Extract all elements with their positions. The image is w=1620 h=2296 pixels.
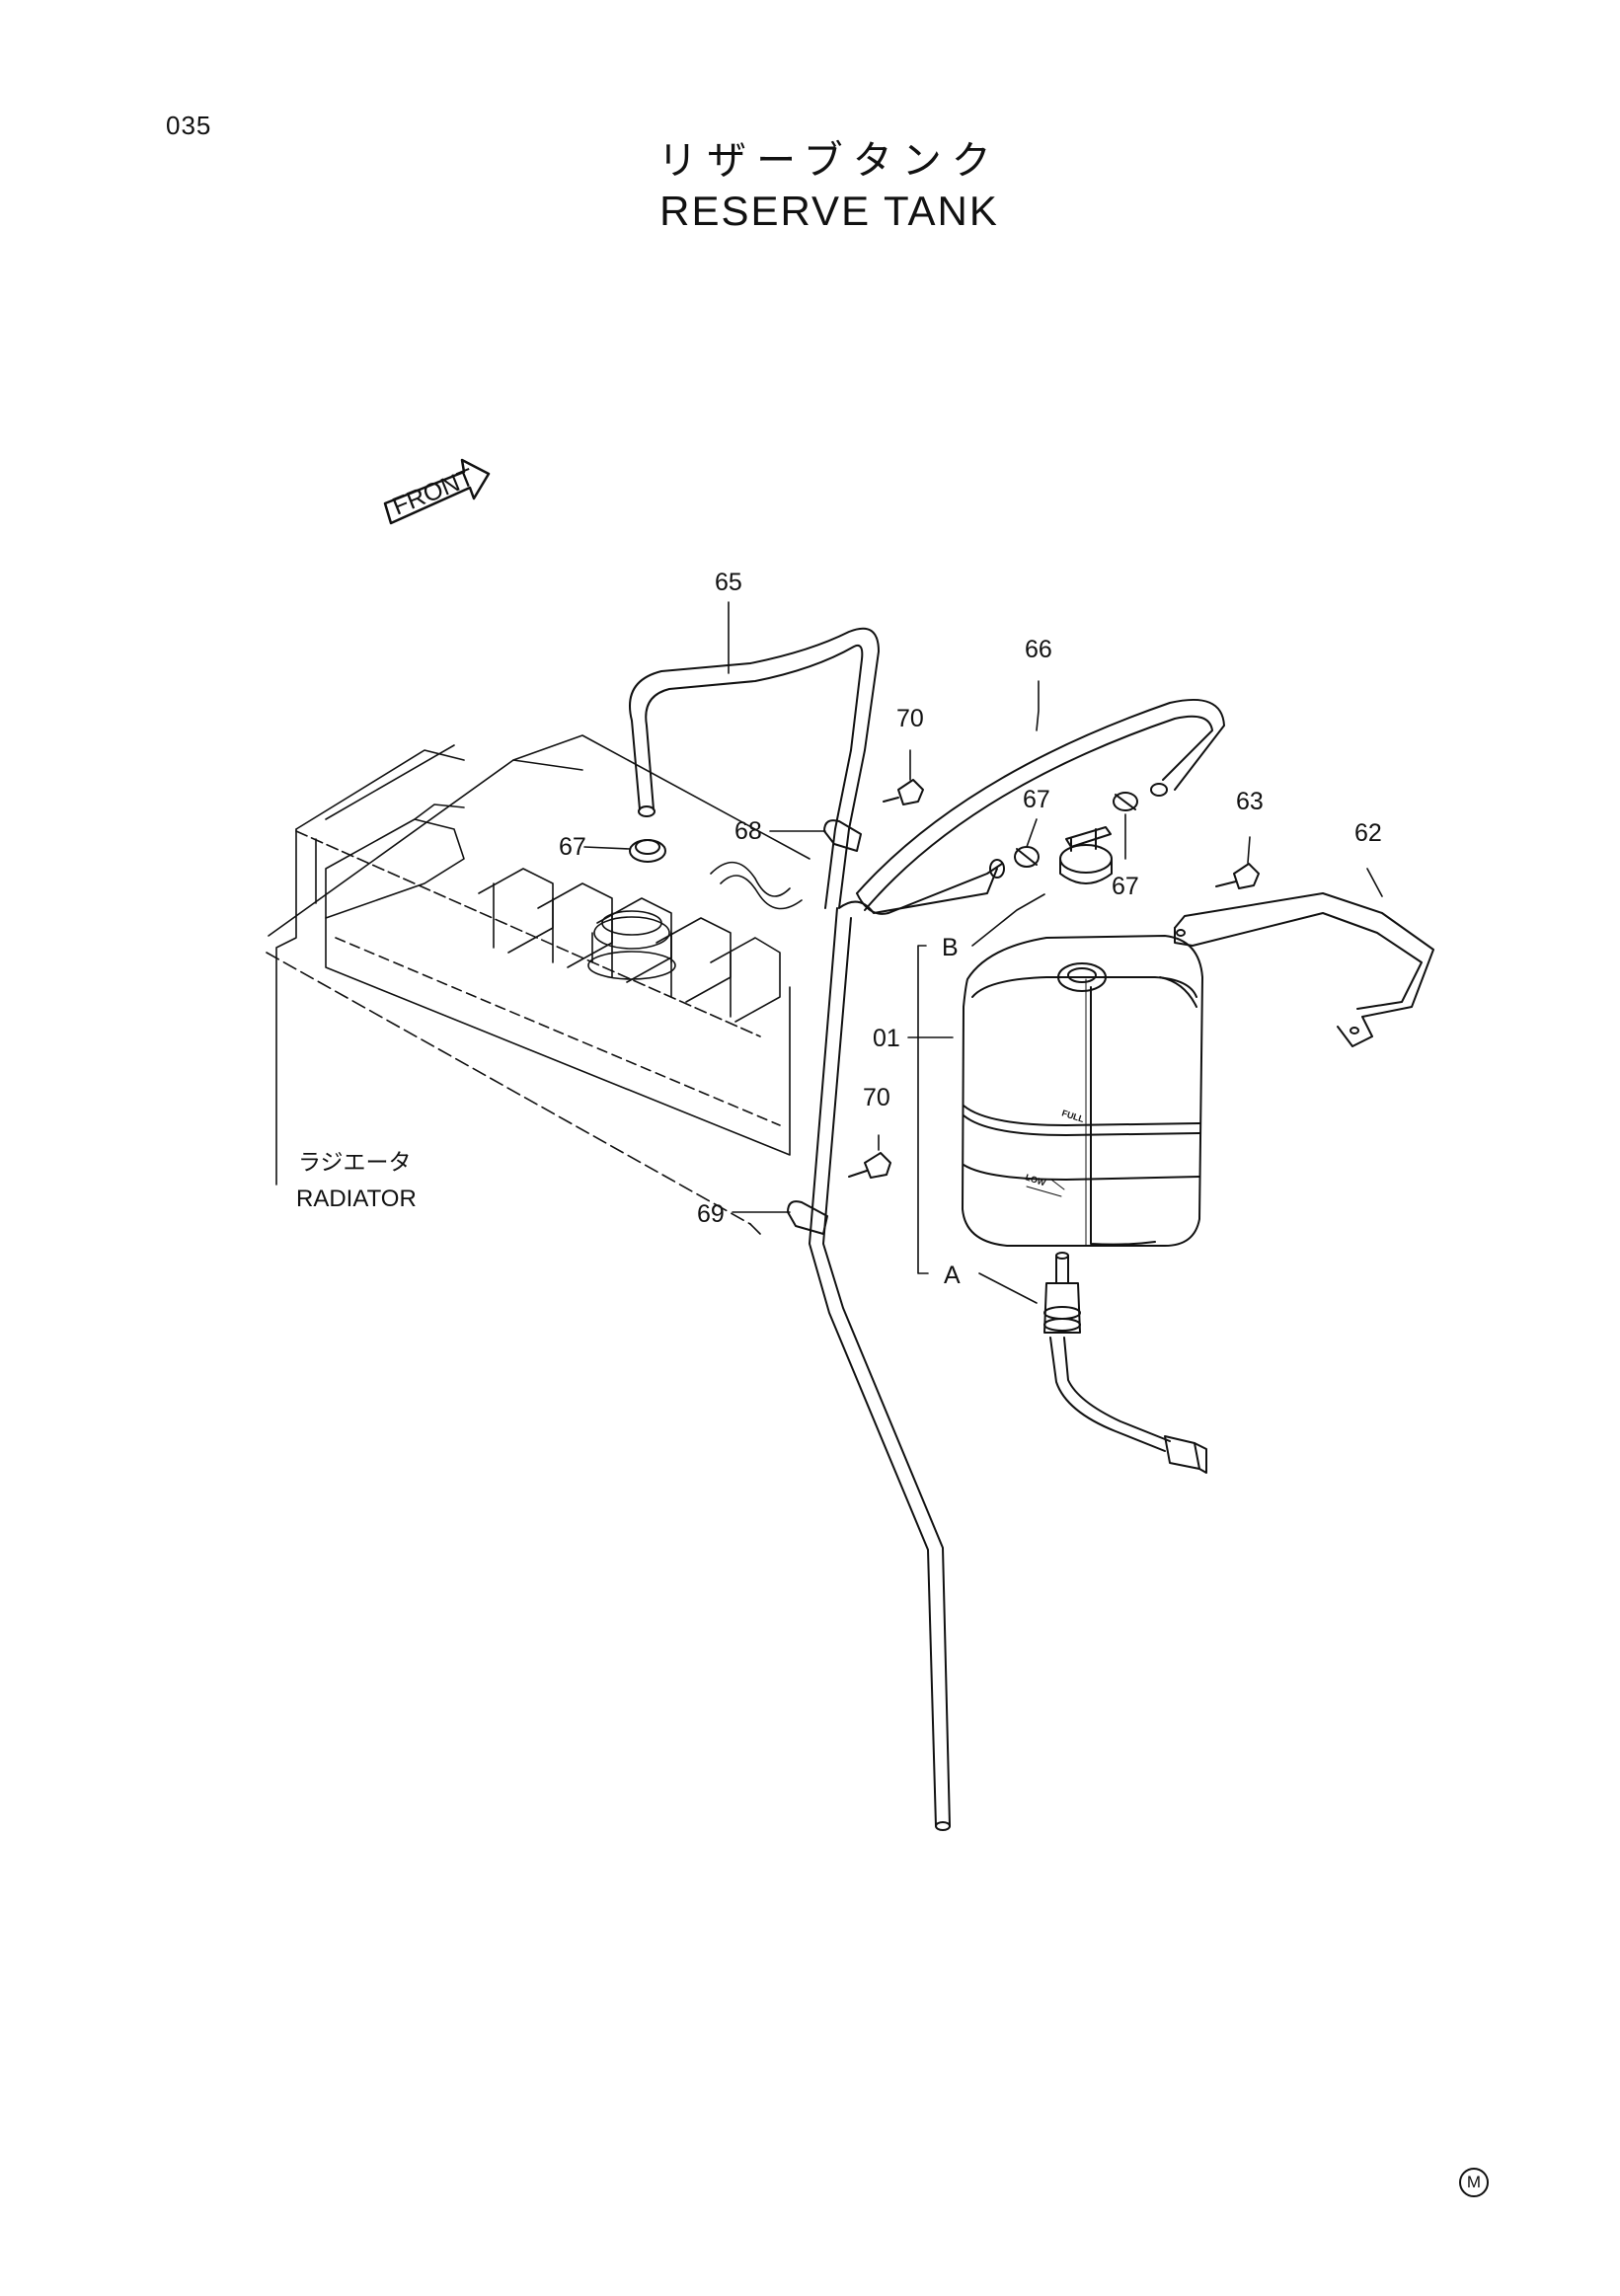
page-title: リザーブタンク RESERVE TANK [553, 136, 1106, 237]
overflow-pipe [809, 907, 951, 1831]
clamp-67-mid [1014, 846, 1040, 868]
callout-70-bottom: 70 [863, 1084, 890, 1111]
hose-66 [856, 698, 1225, 915]
title-japanese: リザーブタンク [657, 138, 1001, 184]
title-english: RESERVE TANK [659, 188, 999, 234]
callout-62: 62 [1354, 819, 1382, 847]
callout-b: B [942, 934, 959, 961]
leader-lines [583, 601, 1383, 1304]
callout-01: 01 [873, 1025, 900, 1052]
corner-mark: M [1459, 2168, 1489, 2197]
callout-67-mid: 67 [1023, 786, 1050, 813]
callout-67-left: 67 [559, 833, 586, 861]
clamp-67-right [1113, 792, 1138, 811]
clamp-69 [787, 1200, 828, 1235]
radiator-label-english: RADIATOR [296, 1186, 417, 1212]
callout-63: 63 [1236, 788, 1264, 815]
radiator-label-japanese: ラジエータ [298, 1150, 412, 1176]
page-number: 035 [166, 111, 212, 140]
callout-66: 66 [1025, 636, 1052, 663]
tank-low-mark: LOW [1024, 1172, 1047, 1187]
bolt-70-top [883, 779, 924, 805]
callout-68: 68 [734, 817, 762, 845]
bolt-63 [1215, 863, 1260, 889]
callout-69: 69 [697, 1200, 725, 1228]
reserve-tank: FULL LOW [962, 935, 1203, 1247]
radiator-label: ラジエータ RADIATOR [296, 1150, 417, 1212]
bolt-70-bottom [848, 1152, 891, 1179]
callout-70-top: 70 [896, 705, 924, 732]
radiator-drawing [266, 734, 810, 1235]
callout-labels: 65 66 70 67 67 68 67 63 62 B 01 70 69 A [559, 569, 1382, 1289]
hose-65 [629, 627, 998, 914]
tank-full-mark: FULL [1060, 1108, 1085, 1124]
bracket-62 [1174, 892, 1434, 1047]
front-arrow-icon: FRONT [383, 458, 491, 525]
front-arrow-label: FRONT [389, 463, 478, 520]
callout-a: A [944, 1262, 961, 1289]
tank-cap [1059, 826, 1113, 884]
clamp-68 [823, 819, 862, 852]
clamp-67-left [629, 839, 666, 863]
level-sensor [1043, 1252, 1207, 1474]
callout-65: 65 [715, 569, 742, 596]
callout-67-right: 67 [1112, 873, 1139, 900]
